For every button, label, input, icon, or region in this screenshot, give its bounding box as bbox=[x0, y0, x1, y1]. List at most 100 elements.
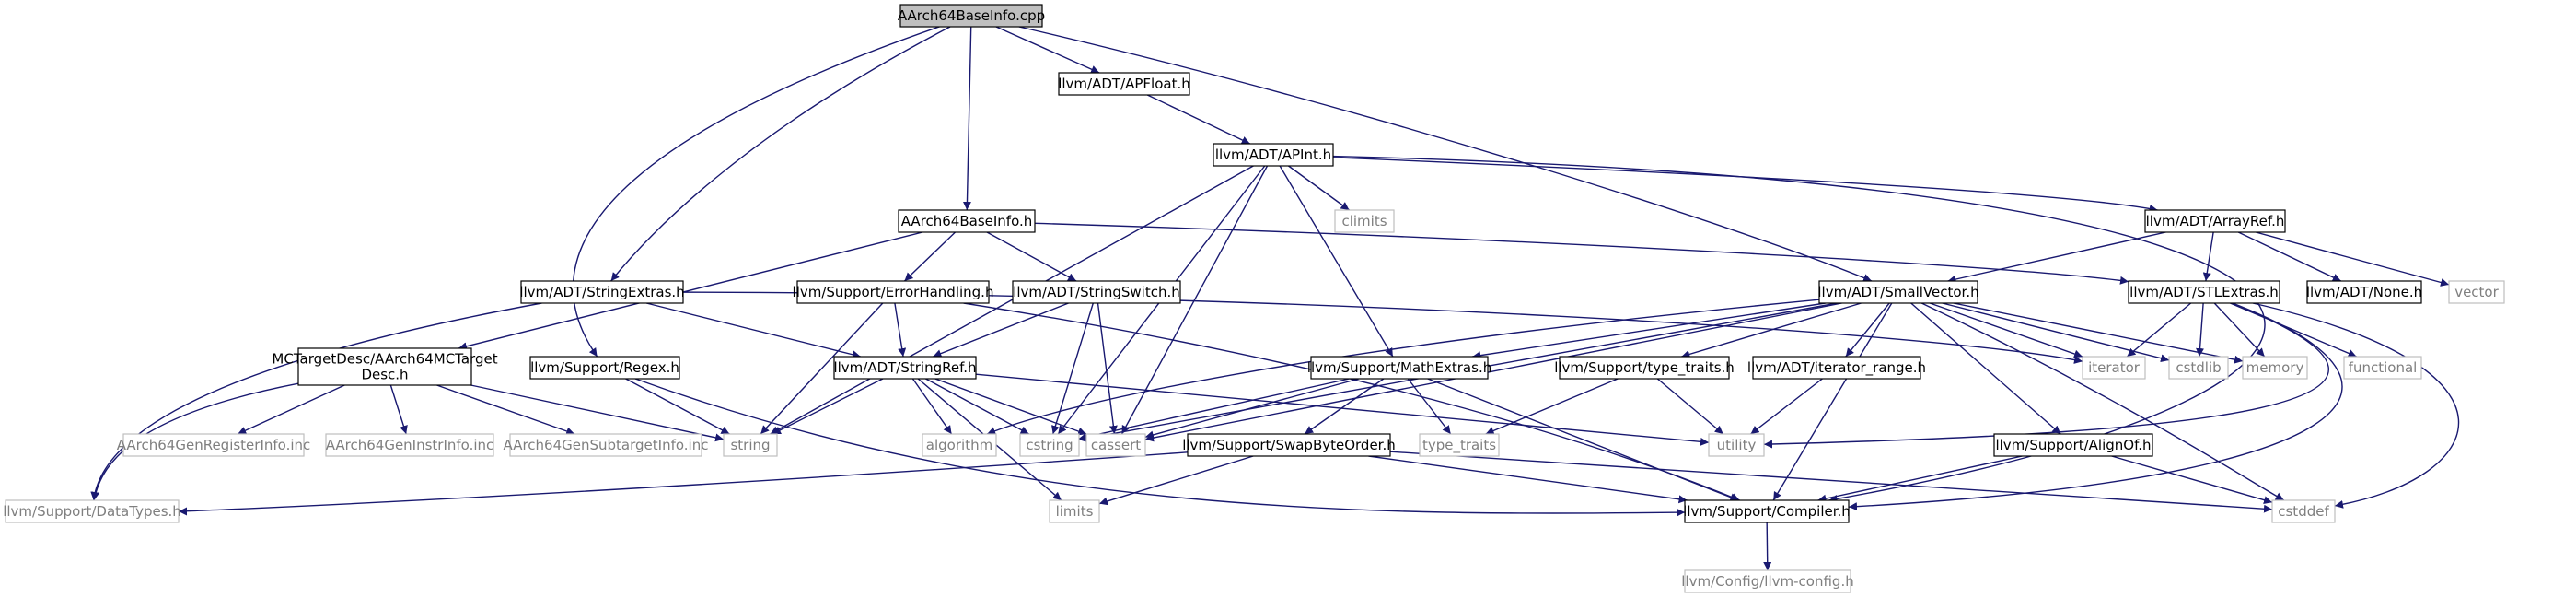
edge-smallvector-to-cstddef bbox=[1920, 302, 2285, 501]
node-algorithm: algorithm bbox=[922, 433, 997, 457]
edge-mathextras-to-cstring bbox=[1078, 378, 1350, 441]
edge-stringswitch-to-cassert bbox=[1097, 302, 1118, 435]
edge-smallvector-to-memory bbox=[1953, 302, 2244, 364]
edge-arrayref-to-stlextras bbox=[2202, 231, 2214, 282]
node-root[interactable]: AArch64BaseInfo.cpp bbox=[898, 4, 1045, 28]
node-cstddef: cstddef bbox=[2271, 499, 2336, 523]
node-stringswitch[interactable]: llvm/ADT/StringSwitch.h bbox=[1012, 280, 1181, 304]
node-box bbox=[1085, 433, 1146, 457]
node-compiler[interactable]: llvm/Support/Compiler.h bbox=[1683, 499, 1851, 523]
node-label: llvm/ADT/ArrayRef.h bbox=[2146, 213, 2285, 229]
node-label: type_traits bbox=[1422, 437, 1496, 454]
node-label: llvm/ADT/SmallVector.h bbox=[1817, 284, 1978, 300]
node-regex[interactable]: llvm/Support/Regex.h bbox=[529, 356, 680, 380]
node-label: llvm/Support/DataTypes.h bbox=[3, 503, 181, 520]
node-iteratorrange[interactable]: llvm/ADT/iterator_range.h bbox=[1747, 356, 1926, 380]
edge-typetraitsh-to-utility bbox=[1656, 378, 1724, 435]
node-box bbox=[2242, 356, 2308, 380]
node-stringref[interactable]: llvm/ADT/StringRef.h bbox=[833, 356, 977, 380]
node-label: AArch64GenRegisterInfo.inc bbox=[117, 437, 311, 453]
node-stlextras[interactable]: llvm/ADT/STLExtras.h bbox=[2128, 280, 2280, 304]
node-label: llvm/ADT/STLExtras.h bbox=[2129, 284, 2279, 300]
node-genreg: AArch64GenRegisterInfo.inc bbox=[117, 433, 311, 457]
node-climits: climits bbox=[1334, 209, 1395, 233]
node-mathextras[interactable]: llvm/Support/MathExtras.h bbox=[1307, 356, 1491, 380]
edge-compiler-to-llvmconfig bbox=[1763, 522, 1772, 571]
node-box bbox=[1058, 72, 1190, 96]
edge-swapbyteorder-to-cstddef bbox=[1389, 451, 2273, 513]
node-vector: vector bbox=[2448, 280, 2505, 304]
edge-mctargetdesc-to-gensubtarget bbox=[436, 384, 575, 436]
node-label: memory bbox=[2246, 359, 2304, 376]
node-label: functional bbox=[2349, 359, 2418, 376]
node-alignof[interactable]: llvm/Support/AlignOf.h bbox=[1993, 433, 2153, 457]
node-box bbox=[529, 356, 680, 380]
node-datatypes: llvm/Support/DataTypes.h bbox=[3, 499, 181, 523]
edge-arrayref-to-smallvector bbox=[1947, 231, 2166, 284]
node-box bbox=[1012, 280, 1181, 304]
node-label: vector bbox=[2454, 284, 2499, 300]
edge-smallvector-to-algorithm bbox=[986, 299, 1820, 435]
node-label: llvm/Support/Compiler.h bbox=[1683, 503, 1851, 520]
node-box bbox=[1752, 356, 1921, 380]
node-label: llvm/ADT/StringRef.h bbox=[833, 359, 976, 376]
edge-stlextras-to-utility bbox=[1763, 302, 2329, 449]
node-utility: utility bbox=[1708, 433, 1765, 457]
node-aarch64baseinfo[interactable]: AArch64BaseInfo.h bbox=[898, 209, 1036, 233]
node-label: llvm/Support/type_traits.h bbox=[1554, 359, 1735, 377]
node-string: string bbox=[723, 433, 778, 457]
node-box bbox=[1993, 433, 2153, 457]
node-llvmconfig: llvm/Config/llvm-config.h bbox=[1681, 569, 1854, 593]
node-label: llvm/ADT/iterator_range.h bbox=[1747, 359, 1926, 377]
node-apint[interactable]: llvm/ADT/APInt.h bbox=[1213, 143, 1334, 167]
node-apfloat[interactable]: llvm/ADT/APFloat.h bbox=[1058, 72, 1190, 96]
edge-smallvector-to-cassert bbox=[1144, 302, 1842, 442]
node-label: cassert bbox=[1091, 437, 1141, 453]
node-cstdlib: cstdlib bbox=[2168, 356, 2229, 380]
node-typetraitsh[interactable]: llvm/Support/type_traits.h bbox=[1554, 356, 1735, 380]
node-box bbox=[1419, 433, 1500, 457]
edges-layer bbox=[90, 26, 2460, 571]
edge-mctargetdesc-to-string bbox=[470, 384, 725, 442]
node-box bbox=[1019, 433, 1080, 457]
edge-apint-to-climits bbox=[1288, 165, 1350, 211]
node-box bbox=[1049, 499, 1100, 523]
node-none[interactable]: llvm/ADT/None.h bbox=[2306, 280, 2422, 304]
node-errorhandling[interactable]: llvm/Support/ErrorHandling.h bbox=[793, 280, 994, 304]
edge-root-to-regex bbox=[572, 26, 940, 358]
node-box bbox=[1213, 143, 1334, 167]
node-arrayref[interactable]: llvm/ADT/ArrayRef.h bbox=[2144, 209, 2286, 233]
node-box bbox=[2271, 499, 2336, 523]
node-swapbyteorder[interactable]: llvm/Support/SwapByteOrder.h bbox=[1182, 433, 1396, 457]
node-limits: limits bbox=[1049, 499, 1100, 523]
edge-arrayref-to-vector bbox=[2256, 231, 2450, 287]
node-smallvector[interactable]: llvm/ADT/SmallVector.h bbox=[1817, 280, 1979, 304]
node-gensubtarget: AArch64GenSubtargetInfo.inc bbox=[504, 433, 708, 457]
node-stringextras[interactable]: llvm/ADT/StringExtras.h bbox=[519, 280, 685, 304]
node-label: string bbox=[730, 437, 770, 453]
node-box bbox=[833, 356, 977, 380]
node-label: algorithm bbox=[926, 437, 992, 453]
edge-stlextras-to-memory bbox=[2213, 302, 2266, 358]
edge-mctargetdesc-to-genreg bbox=[237, 384, 345, 435]
node-label: llvm/ADT/StringSwitch.h bbox=[1013, 284, 1180, 300]
edge-aarch64baseinfo-to-stringswitch bbox=[986, 231, 1077, 282]
node-geninstr: AArch64GenInstrInfo.inc bbox=[325, 433, 494, 457]
nodes-layer: AArch64BaseInfo.cpp llvm/ADT/APFloat.h llv… bbox=[3, 4, 2505, 593]
node-label: llvm/Support/ErrorHandling.h bbox=[793, 284, 994, 300]
edge-stlextras-to-compiler bbox=[1848, 302, 2343, 511]
node-label: cstddef bbox=[2278, 503, 2329, 520]
edge-errorhandling-to-stringref bbox=[894, 302, 907, 358]
node-box bbox=[922, 433, 997, 457]
edge-smallvector-to-iterator bbox=[1930, 302, 2083, 358]
node-box bbox=[1684, 499, 1850, 523]
edge-root-to-aarch64baseinfo bbox=[962, 26, 972, 211]
node-box bbox=[122, 433, 305, 457]
node-box bbox=[1310, 356, 1489, 380]
node-label: llvm/Support/SwapByteOrder.h bbox=[1182, 437, 1396, 453]
node-iterator: iterator bbox=[2082, 356, 2146, 380]
node-box bbox=[2168, 356, 2229, 380]
node-box bbox=[796, 280, 990, 304]
